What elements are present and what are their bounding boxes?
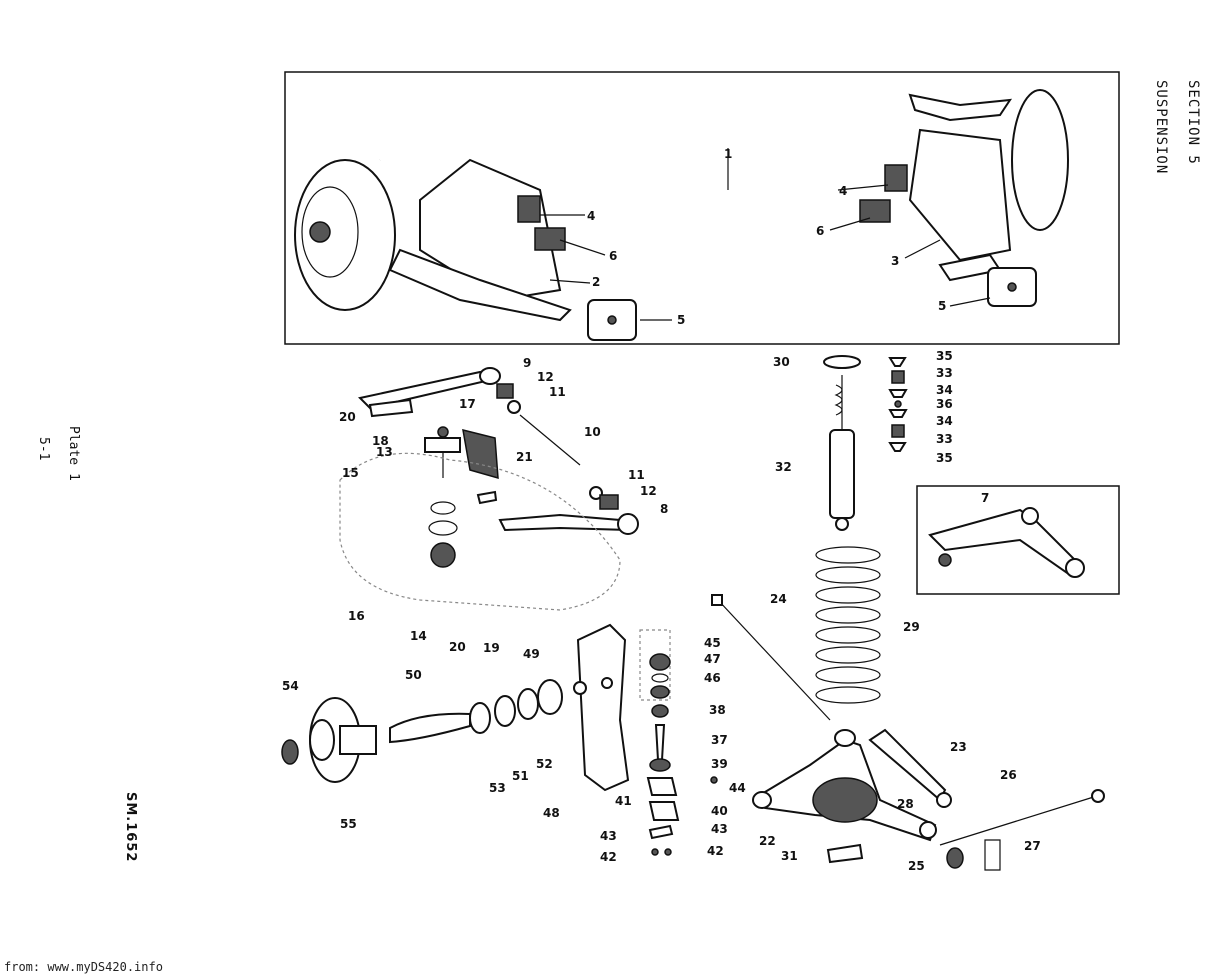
hub-assembly-parts — [281, 679, 563, 783]
callout-1: 1 — [724, 147, 732, 161]
callout-39: 39 — [711, 757, 728, 771]
callout-9: 9 — [523, 356, 531, 370]
callout-15: 15 — [342, 466, 359, 480]
callout-43a: 43 — [600, 829, 617, 843]
callout-22: 22 — [759, 834, 776, 848]
callout-3: 3 — [891, 254, 899, 268]
callout-6a: 6 — [609, 249, 617, 263]
callout-20a: 20 — [339, 410, 356, 424]
coil-spring — [815, 546, 881, 704]
callout-8: 8 — [660, 502, 668, 516]
callout-32: 32 — [775, 460, 792, 474]
callout-24: 24 — [770, 592, 787, 606]
callout-35a: 35 — [936, 349, 953, 363]
callout-54: 54 — [282, 679, 299, 693]
callout-17: 17 — [459, 397, 476, 411]
assembled-suspension — [294, 89, 1069, 341]
callout-41: 41 — [615, 794, 632, 808]
callout-4a: 4 — [587, 209, 595, 223]
callout-34a: 34 — [936, 383, 953, 397]
callout-53: 53 — [489, 781, 506, 795]
callout-55: 55 — [340, 817, 357, 831]
page-number: 5-1 — [36, 437, 51, 461]
callout-42a: 42 — [600, 850, 617, 864]
callout-44: 44 — [729, 781, 746, 795]
callout-27: 27 — [1024, 839, 1041, 853]
callout-49: 49 — [523, 647, 540, 661]
callout-29: 29 — [903, 620, 920, 634]
callout-40: 40 — [711, 804, 728, 818]
callout-21: 21 — [516, 450, 533, 464]
callout-19: 19 — [483, 641, 500, 655]
callout-20b: 20 — [449, 640, 466, 654]
callout-48: 48 — [543, 806, 560, 820]
callout-5a: 5 — [677, 313, 685, 327]
drawing-code: SM.1652 — [123, 792, 138, 863]
callout-5b: 5 — [938, 299, 946, 313]
callout-51: 51 — [512, 769, 529, 783]
callout-12b: 12 — [640, 484, 657, 498]
callout-14: 14 — [410, 629, 427, 643]
callout-33b: 33 — [936, 432, 953, 446]
callout-18: 18 — [372, 434, 389, 448]
callout-31: 31 — [781, 849, 798, 863]
callout-38: 38 — [709, 703, 726, 717]
callout-47: 47 — [704, 652, 721, 666]
callout-13: 13 — [376, 445, 393, 459]
callout-50: 50 — [405, 668, 422, 682]
callout-2: 2 — [592, 275, 600, 289]
callout-35b: 35 — [936, 451, 953, 465]
lower-wishbone-parts — [752, 728, 1105, 871]
upper-linkage-parts — [339, 367, 639, 611]
callout-11a: 11 — [549, 385, 566, 399]
shock-absorber-parts — [823, 355, 908, 531]
callout-7: 7 — [981, 491, 989, 505]
callout-45: 45 — [704, 636, 721, 650]
callout-28: 28 — [897, 797, 914, 811]
assembly-frame — [284, 71, 1120, 345]
callout-23: 23 — [950, 740, 967, 754]
inset-frame — [916, 485, 1120, 595]
callout-46: 46 — [704, 671, 721, 685]
callout-25: 25 — [908, 859, 925, 873]
plate-label: Plate 1 — [66, 426, 81, 481]
stub-axle-carrier-parts — [573, 623, 718, 856]
callout-12a: 12 — [537, 370, 554, 384]
callout-34b: 34 — [936, 414, 953, 428]
tie-rod — [711, 594, 831, 721]
callout-43b: 43 — [711, 822, 728, 836]
callout-labels: 1 2 3 4 4 5 5 6 6 7 8 9 10 11 11 12 12 1… — [282, 147, 1041, 873]
callout-37: 37 — [711, 733, 728, 747]
callout-52: 52 — [536, 757, 553, 771]
source-footer: from: www.myDS420.info — [4, 960, 163, 974]
callout-33a: 33 — [936, 366, 953, 380]
section-subject: SUSPENSION — [1153, 80, 1169, 175]
callout-26: 26 — [1000, 768, 1017, 782]
upper-wishbone-inset — [928, 507, 1085, 578]
callout-10: 10 — [584, 425, 601, 439]
callout-11b: 11 — [628, 468, 645, 482]
callout-4b: 4 — [839, 184, 847, 198]
callout-36: 36 — [936, 397, 953, 411]
callout-30: 30 — [773, 355, 790, 369]
callout-42b: 42 — [707, 844, 724, 858]
section-title: SECTION 5 — [1185, 80, 1201, 165]
callout-6b: 6 — [816, 224, 824, 238]
callout-16: 16 — [348, 609, 365, 623]
